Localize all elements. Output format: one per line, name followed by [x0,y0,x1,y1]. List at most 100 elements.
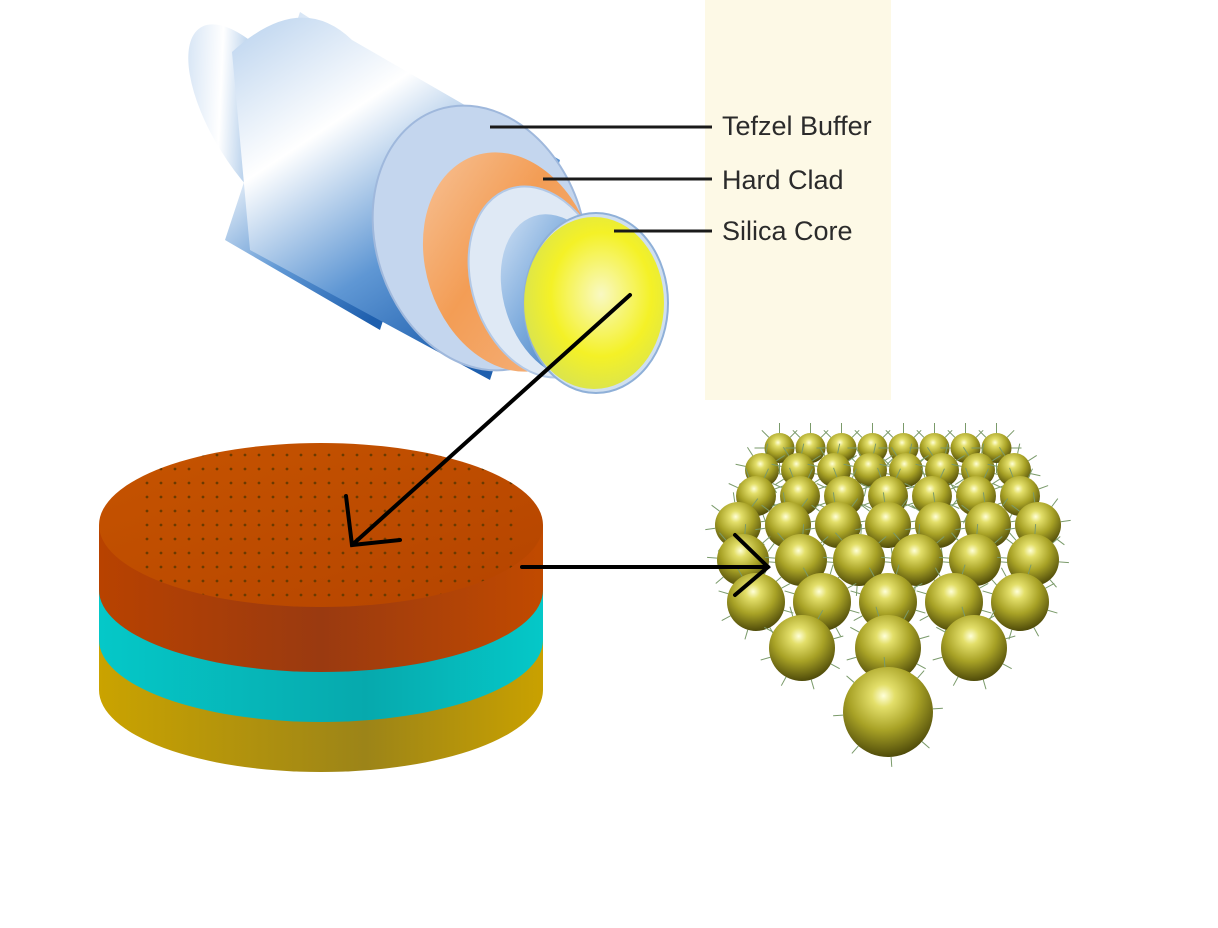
ligand-strand [735,463,746,467]
ligand-strand [1051,498,1059,507]
ligand-strand [847,582,857,589]
ligand-strand [818,485,829,490]
gold-nanoparticle [941,615,1007,681]
ligand-strand [939,556,950,559]
ligand-strand [1027,564,1032,575]
ligand-strand [855,585,858,596]
ligand-strand [721,615,731,622]
ligand-strand [833,714,844,717]
ligand-strand [989,610,996,620]
ligand-strand [763,468,769,479]
ligand-strand [792,429,801,438]
ligand-strand [811,504,820,512]
ligand-strand [882,458,891,467]
ligand-strand [851,468,857,479]
ligand-strand [994,485,1005,490]
ligand-strand [932,656,943,661]
ligand-strand [789,467,794,478]
ligand-strand [715,576,724,584]
ligand-strand [947,429,956,438]
ligand-strand [890,756,893,767]
ligand-strand [1034,524,1037,535]
ligand-strand [932,492,936,503]
ligand-strand [951,498,959,507]
gold-nanoparticle [727,573,785,631]
ligand-strand [807,468,813,479]
ligand-strand [997,556,1008,559]
ligand-strand [820,429,829,438]
ligand-strand [1017,443,1021,454]
ligand-strand [956,454,965,462]
ligand-strand [1056,538,1065,546]
ligand-strand [965,467,970,478]
ligand-strand [917,670,925,679]
ligand-strand [951,463,962,467]
ligand-strand [945,443,949,454]
label-panel [705,0,891,400]
ligand-strand [851,498,859,507]
ligand-strand [745,467,750,478]
ligand-strand [979,582,989,589]
ligand-strand [861,504,870,512]
ligand-strand [921,741,930,749]
ligand-strand [853,615,863,622]
ligand-strand [913,429,922,438]
ligand-strand [961,504,970,512]
ligand-strand [991,478,1000,486]
ligand-strand [939,468,945,479]
ligand-strand [823,556,834,559]
fiber-to-disk-arrow [344,293,632,548]
ligand-strand [860,524,863,535]
ligand-strand [854,429,863,438]
ligand-strand [976,524,979,535]
ligand-strand [1005,635,1016,640]
ligand-strand [952,676,959,686]
ligand-strand [832,492,836,503]
gold-nanoparticle [775,534,827,586]
ligand-strand [851,745,859,754]
ligand-strand [1045,582,1055,589]
ligand-strand [802,567,809,577]
ligand-strand [983,468,989,479]
ligand-strand [905,527,916,531]
ligand-strand [807,463,818,467]
label-leaders [490,125,712,233]
silica-core [524,217,664,389]
ligand-strand [1060,519,1071,523]
fiber-optic-cable [188,12,669,394]
ligand-strand [885,458,894,467]
ligand-strand [936,536,945,544]
ligand-strand [981,443,985,454]
ligand-strand [944,429,953,438]
ligand-strand [805,527,816,531]
ligand-strand [833,635,844,640]
ligand-strand [992,454,1001,462]
ligand-strand [829,564,834,575]
hard-clad-label: Hard Clad [722,165,844,195]
ligand-strand [846,675,855,683]
arrows [344,293,771,597]
ligand-strand [992,483,1003,489]
ligand-strand [1058,561,1069,564]
ligand-strand [877,467,882,478]
ligand-strand [1027,468,1033,479]
ligand-strand [760,656,771,661]
ligand-strand [982,679,987,690]
gold-nanoparticle [891,534,943,586]
ligand-strand [833,467,838,478]
ligand-strand [744,629,749,640]
ligand-strand [884,454,893,462]
ligand-strand [1011,504,1020,512]
ligand-strand [789,429,798,438]
ligand-strand [818,447,826,456]
ligand-strand [1028,454,1037,462]
ligand-strand [711,504,720,512]
ligand-strand [780,676,787,686]
ligand-strand [851,429,860,438]
ligand-strand [765,556,776,559]
ligand-strand [916,429,925,438]
ligand-strand [1002,663,1012,670]
gold-nanoparticle [769,615,835,681]
silica-core-label: Silica Core [722,216,853,246]
